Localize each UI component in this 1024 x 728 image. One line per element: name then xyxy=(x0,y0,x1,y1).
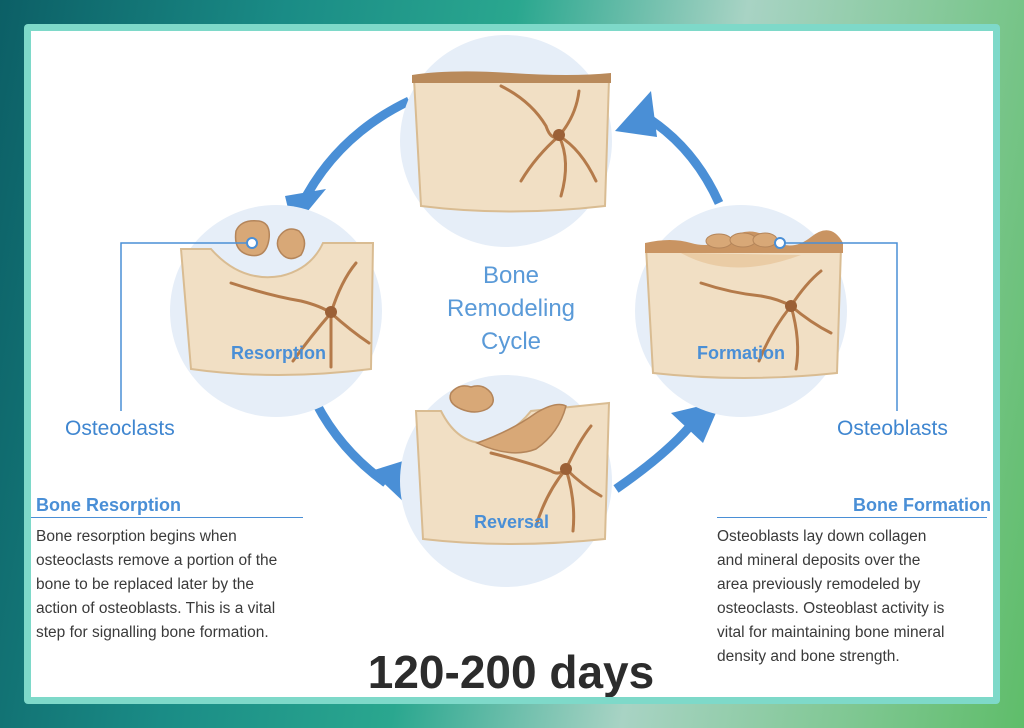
bone-formation-heading: Bone Formation xyxy=(853,495,991,515)
title-line-3: Cycle xyxy=(480,328,541,355)
osteoclast-cell-2 xyxy=(276,228,306,260)
duration-label: 120-200 days xyxy=(367,646,655,697)
formation-line-5: vital for maintaining bone mineral xyxy=(717,624,945,641)
resorption-line-1: Bone resorption begins when xyxy=(36,528,237,545)
stage-label-resorption: Resorption xyxy=(231,343,327,363)
arrowhead-top xyxy=(615,91,657,137)
formation-line-6: density and bone strength. xyxy=(717,648,900,665)
resorption-line-5: step for signalling bone formation. xyxy=(36,624,269,641)
bone-formation-text: Osteoblasts lay down collagen and minera… xyxy=(717,525,989,669)
diagram-panel: Bone Remodeling Cycle Resorption Formati… xyxy=(31,31,993,697)
formation-line-2: and mineral deposits over the xyxy=(717,552,921,569)
osteoclasts-label: Osteoclasts xyxy=(65,417,175,440)
stage-formation xyxy=(635,205,847,417)
arrowhead-reversal xyxy=(371,461,409,507)
callout-lines xyxy=(120,242,898,411)
resorption-line-4: action of osteoblasts. This is a vital xyxy=(36,600,276,617)
osteoblasts-label: Osteoblasts xyxy=(837,417,948,440)
arrow-top-to-resorption xyxy=(296,96,411,209)
formation-line-4: osteoclasts. Osteoblast activity is xyxy=(717,600,945,617)
stage-resorption xyxy=(170,205,382,417)
bone-remodeling-diagram xyxy=(120,35,898,587)
arrow-reversal-to-formation xyxy=(613,416,700,493)
resorption-line-2: osteoclasts remove a portion of the xyxy=(36,552,278,569)
diagram-title: Bone Remodeling Cycle xyxy=(431,259,591,358)
osteoblasts-callout-line xyxy=(785,242,898,411)
bone-resorption-heading: Bone Resorption xyxy=(36,495,182,515)
formation-heading-rule xyxy=(717,517,987,518)
title-line-2: Remodeling xyxy=(446,295,576,322)
formation-line-1: Osteoblasts lay down collagen xyxy=(717,528,927,545)
stage-label-formation: Formation xyxy=(697,343,785,363)
osteoclasts-callout-line xyxy=(120,242,247,411)
bone-resorption-text: Bone resorption begins when osteoclasts … xyxy=(36,525,326,645)
resorption-line-3: bone to be replaced later by the xyxy=(36,576,255,593)
stage-reversal xyxy=(400,375,612,587)
formation-line-3: area previously remodeled by xyxy=(717,576,921,593)
stage-label-reversal: Reversal xyxy=(474,512,550,532)
stage-resting xyxy=(400,35,612,247)
title-line-1: Bone xyxy=(482,262,540,289)
resorption-heading-rule xyxy=(31,517,303,518)
reversal-cell xyxy=(449,385,494,413)
